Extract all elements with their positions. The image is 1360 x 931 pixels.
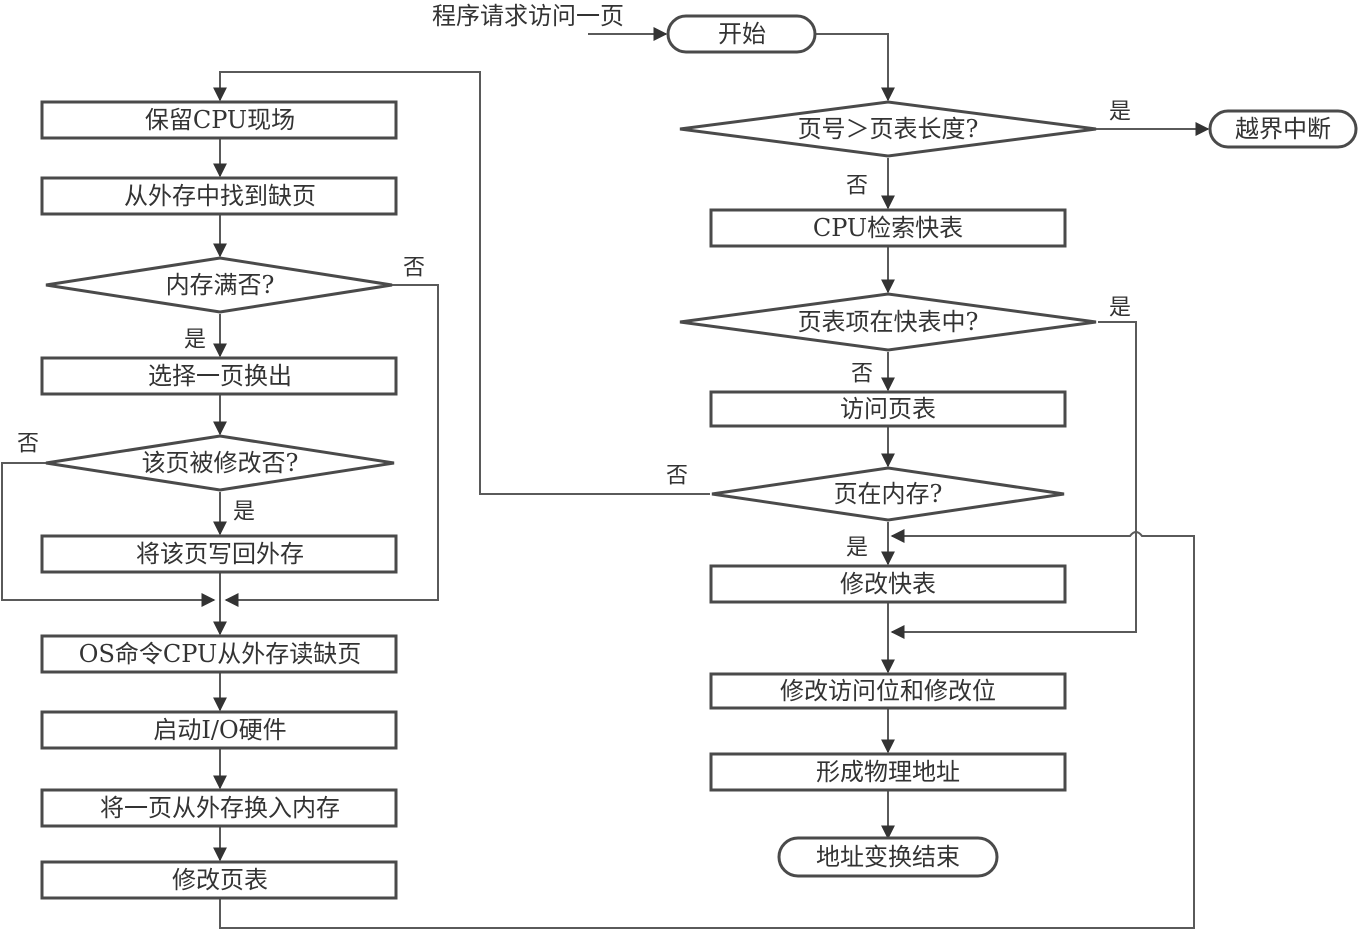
svg-text:地址变换结束: 地址变换结束	[816, 843, 960, 871]
process-save-cpu-state: 保留CPU现场	[40, 100, 398, 140]
svg-text:内存满否?: 内存满否?	[166, 271, 275, 299]
svg-text:OS命令CPU从外存读缺页: OS命令CPU从外存读缺页	[79, 640, 361, 668]
process-os-command-read: OS命令CPU从外存读缺页	[40, 634, 398, 674]
edge-modified-no-to-merge	[1, 462, 216, 607]
decision-entry-in-tlb: 页表项在快表中?	[679, 292, 1097, 352]
label-yes-in-tlb: 是	[1109, 296, 1131, 321]
label-yes-in-memory: 是	[846, 536, 868, 561]
svg-text:修改页表: 修改页表	[172, 866, 268, 894]
process-write-back: 将该页写回外存	[40, 534, 398, 574]
label-no-page-len: 否	[846, 174, 868, 199]
node-out-of-bounds: 越界中断	[1208, 109, 1358, 149]
svg-text:CPU检索快表: CPU检索快表	[813, 214, 963, 242]
process-update-tlb: 修改快表	[709, 564, 1067, 604]
label-no-in-tlb: 否	[851, 362, 873, 387]
edge-memory-full-no-to-merge	[224, 284, 439, 607]
svg-text:修改快表: 修改快表	[840, 570, 936, 598]
svg-text:页在内存?: 页在内存?	[834, 480, 943, 508]
decision-page-modified: 该页被修改否?	[45, 434, 395, 492]
label-yes-memory-full: 是	[184, 328, 206, 353]
svg-text:页号＞页表长度?: 页号＞页表长度?	[798, 115, 979, 143]
process-select-page-out: 选择一页换出	[40, 356, 398, 396]
node-start: 开始	[666, 14, 817, 54]
svg-text:访问页表: 访问页表	[840, 395, 936, 423]
process-swap-in: 将一页从外存换入内存	[40, 788, 398, 828]
edge-entry-yes-to-update-bits	[890, 321, 1137, 639]
svg-text:页表项在快表中?: 页表项在快表中?	[798, 308, 979, 336]
decision-page-number-exceeds-length: 页号＞页表长度?	[679, 100, 1097, 158]
node-end: 地址变换结束	[777, 836, 999, 878]
process-form-physical-address: 形成物理地址	[709, 752, 1067, 792]
svg-text:从外存中找到缺页: 从外存中找到缺页	[124, 182, 316, 210]
process-update-access-modify-bits: 修改访问位和修改位	[709, 672, 1067, 710]
process-start-io: 启动I/O硬件	[40, 710, 398, 750]
process-find-page-in-storage: 从外存中找到缺页	[40, 176, 398, 216]
svg-text:选择一页换出: 选择一页换出	[148, 362, 292, 390]
svg-text:保留CPU现场: 保留CPU现场	[145, 106, 295, 134]
label-no-memory-full: 否	[403, 256, 425, 281]
svg-text:修改访问位和修改位: 修改访问位和修改位	[780, 677, 996, 705]
label-yes-page-modified: 是	[233, 500, 255, 525]
svg-text:开始: 开始	[718, 20, 766, 48]
edge-in-memory-no-to-save-state	[213, 71, 710, 495]
process-update-page-table: 修改页表	[40, 860, 398, 900]
decision-memory-full: 内存满否?	[45, 256, 393, 314]
label-no-in-memory: 否	[666, 464, 688, 489]
edge-start-to-check-page-len	[815, 33, 895, 102]
edges	[1, 27, 1210, 929]
svg-text:形成物理地址: 形成物理地址	[816, 758, 960, 786]
decision-page-in-memory: 页在内存?	[711, 466, 1065, 522]
edge-update-page-table-return-to-update-tlb	[219, 529, 1195, 929]
label-yes-out-of-bounds: 是	[1109, 100, 1131, 125]
svg-text:该页被修改否?: 该页被修改否?	[142, 449, 299, 477]
svg-text:将该页写回外存: 将该页写回外存	[136, 540, 304, 568]
svg-text:将一页从外存换入内存: 将一页从外存换入内存	[100, 794, 340, 822]
process-cpu-search-tlb: CPU检索快表	[709, 208, 1067, 248]
request-note: 程序请求访问一页	[432, 2, 624, 30]
process-access-page-table: 访问页表	[709, 390, 1067, 428]
svg-text:越界中断: 越界中断	[1235, 115, 1331, 143]
svg-text:启动I/O硬件: 启动I/O硬件	[153, 716, 286, 744]
label-no-page-modified: 否	[17, 432, 39, 457]
branch-labels: 是 否 是 否 否 是 否 是 否 是	[17, 100, 1131, 561]
